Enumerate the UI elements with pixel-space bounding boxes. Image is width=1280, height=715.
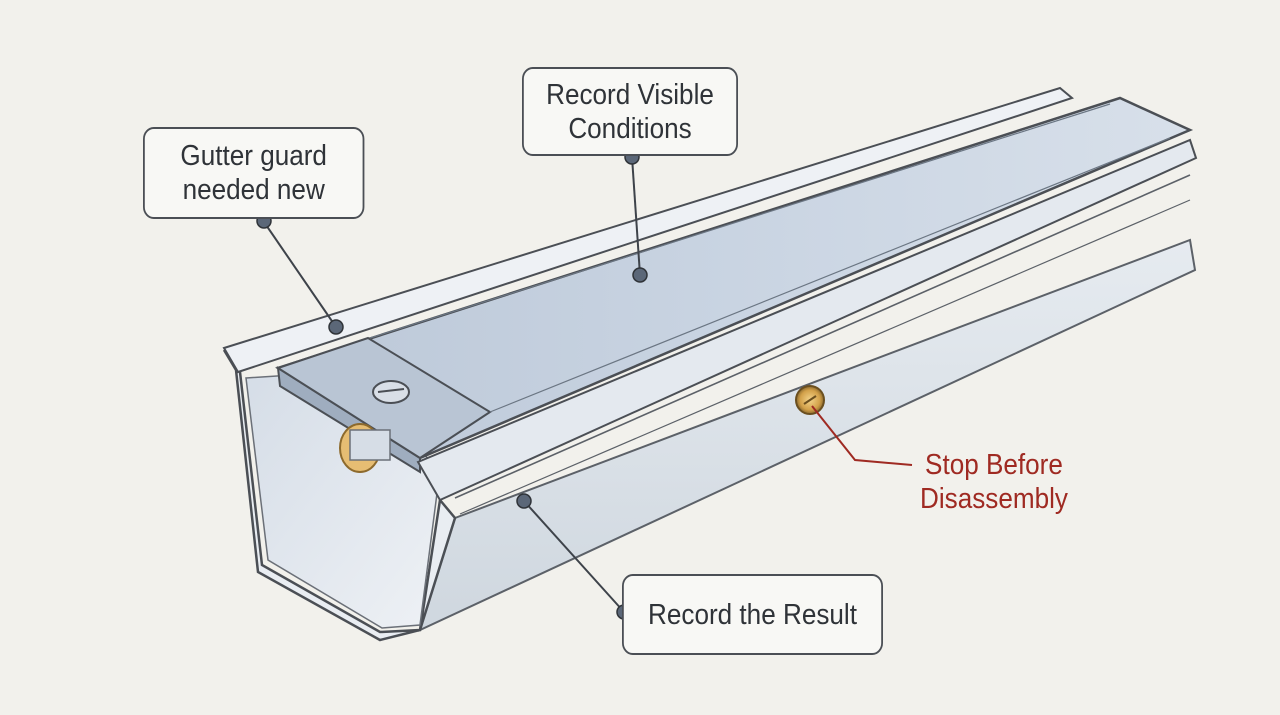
side-screw <box>795 385 825 415</box>
callout-gutter-guard-line1: Gutter guard <box>180 140 327 172</box>
callout-record-visible-line1: Record Visible <box>546 78 714 111</box>
callout-stop-before-line1: Stop Before <box>925 449 1063 481</box>
panel-line-2 <box>489 137 1171 413</box>
callout-record-visible: Record Visible Conditions <box>522 67 738 156</box>
leader-record-result <box>523 500 625 613</box>
panel-line-1 <box>369 103 1111 339</box>
callout-stop-before: Stop Before Disassembly <box>920 448 1068 516</box>
callout-gutter-guard-line2: needed new <box>182 174 325 206</box>
callout-dot-gutter-guard-end <box>328 319 344 335</box>
leader-gutter-guard <box>263 221 337 328</box>
callout-gutter-guard: Gutter guard needed new <box>143 127 365 219</box>
leader-record-visible <box>631 156 641 276</box>
leader-stop-before <box>811 405 913 466</box>
gutter-back-lip <box>222 86 1075 374</box>
inner-hanger-bracket <box>339 423 391 473</box>
end-cap-screw <box>372 380 410 404</box>
callout-dot-record-result-start <box>516 493 532 509</box>
callout-record-result: Record the Result <box>622 574 883 655</box>
callout-dot-record-visible-end <box>632 267 648 283</box>
gutter-front-rail <box>416 138 1198 502</box>
gutter-end-profile <box>222 349 457 642</box>
callout-stop-before-line2: Disassembly <box>920 483 1068 515</box>
rail-line-2 <box>459 199 1191 515</box>
callout-record-visible-line2: Conditions <box>568 112 692 145</box>
rail-line-1 <box>454 174 1191 499</box>
callout-record-result-text: Record the Result <box>648 598 857 631</box>
